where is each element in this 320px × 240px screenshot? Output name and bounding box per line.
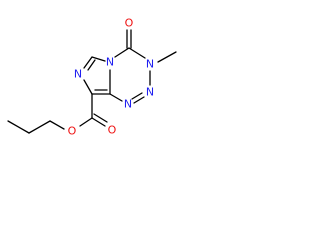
bond-n3-methyl xyxy=(157,51,177,63)
bond-propyl-2-3 xyxy=(7,120,30,134)
bond-n1-c8a xyxy=(109,93,123,102)
atom-label-group: O N N N N N O O xyxy=(68,17,154,138)
bond-propyl-1-2 xyxy=(28,120,51,134)
bond-ester-c-o-single xyxy=(79,117,93,127)
bond-n2-n1-b xyxy=(131,92,143,100)
bond-ester-c-o-double-a xyxy=(91,117,106,127)
bond-n2-n1-a xyxy=(133,96,145,104)
atom-n7: N xyxy=(74,68,82,81)
bond-c6-n7-b xyxy=(87,59,96,71)
molecule-structure: O N N N N N O O xyxy=(7,17,177,138)
atom-o-ester-ether: O xyxy=(68,125,77,138)
bond-n7-c8 xyxy=(83,79,93,95)
bond-group xyxy=(7,29,177,134)
atom-o-ester-carbonyl: O xyxy=(108,124,117,137)
atom-o-ketone: O xyxy=(125,17,134,30)
bond-n5-c6 xyxy=(91,56,106,62)
bond-o-propyl-1 xyxy=(49,120,65,130)
atom-n5: N xyxy=(106,56,114,69)
structure-canvas: O N N N N N O O xyxy=(0,0,222,169)
bond-n5-c4 xyxy=(114,47,130,58)
bond-ester-c-o-double-b xyxy=(93,113,108,123)
atom-n2: N xyxy=(146,86,154,99)
bond-c6-n7-a xyxy=(83,56,93,69)
atom-n3: N xyxy=(146,58,154,71)
atom-n1: N xyxy=(124,98,132,111)
bond-c4-n3 xyxy=(128,47,146,59)
